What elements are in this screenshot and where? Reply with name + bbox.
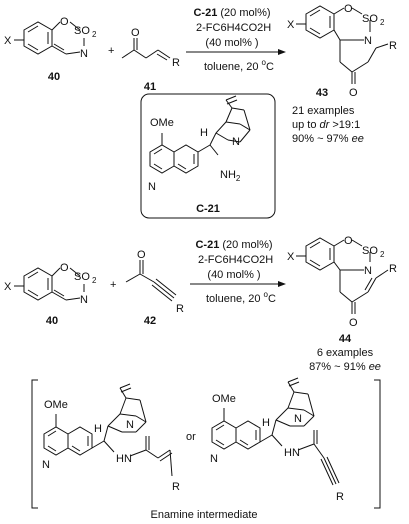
catalyst-n: N [232,136,240,148]
catalyst-box: OMe H N NH2 N C-21 [140,93,276,219]
x-label: X [4,35,12,47]
o-label: O [60,16,69,28]
acid-line-2: 2-FC6H4CO2H [198,254,273,266]
enamine-2-n: N [294,413,302,425]
right-bracket [374,379,381,509]
compound-40-structure [14,21,85,55]
compound-43-number: 43 [316,87,328,99]
enamine-2-quinoline-n: N [210,453,218,465]
o-label: O [349,317,358,329]
compound-40-structure-2 [14,267,85,301]
enamine-1-h: H [94,423,102,435]
r-label: R [389,40,397,52]
r-label: R [172,57,180,69]
x-label: X [4,281,12,293]
left-bracket [31,379,38,509]
catalyst-quinoline-n: N [148,181,156,193]
r-label: R [176,303,184,315]
o-label: O [131,27,140,39]
enamine-2-r: R [336,491,344,503]
n-label: N [80,294,88,306]
so2-sub: 2 [92,276,97,285]
compound-43-structure [296,5,389,84]
so2-label: SO [362,13,378,25]
so2-label: SO [74,271,90,283]
plus-sign-2: + [110,279,116,291]
enamine-1-n: N [126,419,134,431]
enamine-1-ome: OMe [44,399,68,411]
so2-label: SO [74,25,90,37]
compound-44-number: 44 [339,333,352,345]
or-label: or [186,431,196,443]
results-examples-2: 6 examples [317,347,374,359]
so2-sub: 2 [92,30,97,39]
acid-line-1: 2-FC6H4CO2H [196,22,271,34]
catalyst-line-1: C-21 (20 mol%) [193,7,270,19]
acid-loading-2: (40 mol% ) [207,269,260,281]
acid-loading-1: (40 mol% ) [205,37,258,49]
enamine-1-r: R [172,481,180,493]
enamine-1-quinoline-n: N [42,459,50,471]
o-label: O [60,262,69,274]
enamine-2-structure [211,377,340,486]
catalyst-line-2: C-21 (20 mol%) [195,239,272,251]
compound-44-structure [296,237,389,314]
reaction-2 [14,237,389,314]
so2-label: SO [362,245,378,257]
so2-sub: 2 [380,18,385,27]
catalyst-h: H [200,127,208,139]
reaction-1 [14,5,389,84]
enamine-1-nh: HN [116,453,132,465]
n-label: N [364,265,372,277]
compound-40-number: 40 [48,71,60,83]
enamine-2-nh: HN [284,447,300,459]
enamine-caption: Enamine intermediate [150,509,257,521]
plus-sign-1: + [108,45,114,57]
catalyst-label: C-21 [196,203,220,215]
enamine-1-structure [43,383,173,477]
o-label: O [344,3,353,15]
conditions-1: toluene, 20 oC [204,58,274,73]
x-label: X [287,19,295,31]
compound-42-structure [125,260,177,302]
reaction-2-labels: X O SO 2 N 40 + O R 42 C-21 (20 mol%) 2-… [4,235,397,373]
conditions-2: toluene, 20 oC [206,290,276,305]
o-label: O [137,249,146,261]
catalyst-ome: OMe [150,117,174,129]
results-ee-2: 87% ~ 91% ee [309,361,381,373]
enamine-2-ome: OMe [212,393,236,405]
enamine-2-h: H [262,417,270,429]
o-label: O [344,235,353,247]
compound-41-structure [121,38,171,61]
n-label: N [80,48,88,60]
o-label: O [349,87,358,99]
results-examples-1: 21 examples [292,105,355,117]
catalyst-structure [149,95,251,174]
compound-42-number: 42 [144,315,156,327]
enamine-section: OMe H N HN N R or OMe H N HN N R Enamine… [31,377,381,521]
x-label: X [287,251,295,263]
compound-41-number: 41 [144,81,156,93]
compound-40-number-2: 40 [46,315,58,327]
catalyst-nh2: NH2 [220,169,241,183]
results-dr-1: up to dr >19:1 [292,119,360,131]
so2-sub: 2 [380,250,385,259]
results-ee-1: 90% ~ 97% ee [292,133,364,145]
reaction-1-labels: X O SO 2 N 40 + O R 41 C-21 (20 mol%) 2-… [4,3,397,145]
r-label: R [389,263,397,275]
n-label: N [364,35,372,47]
